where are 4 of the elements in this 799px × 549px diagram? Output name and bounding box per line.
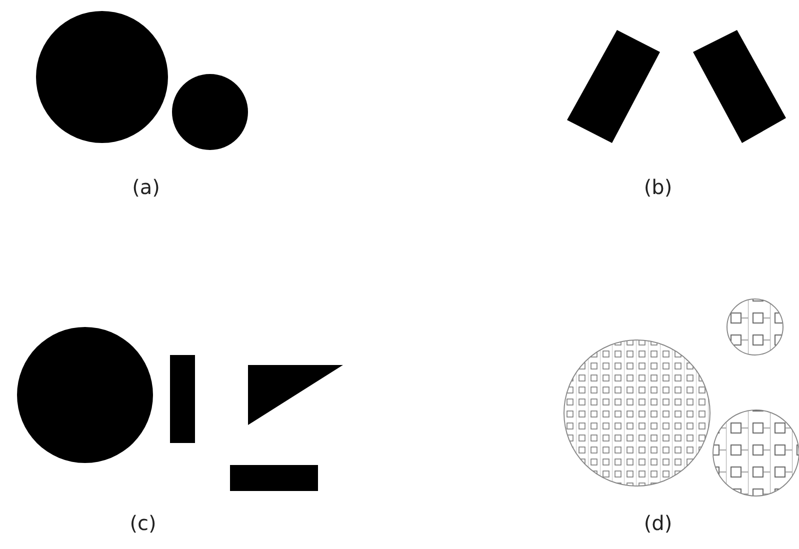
- panel-label: (c): [130, 511, 156, 535]
- panel-label: (d): [644, 511, 672, 535]
- panel-label: (b): [644, 175, 672, 199]
- panel-label: (a): [132, 175, 160, 199]
